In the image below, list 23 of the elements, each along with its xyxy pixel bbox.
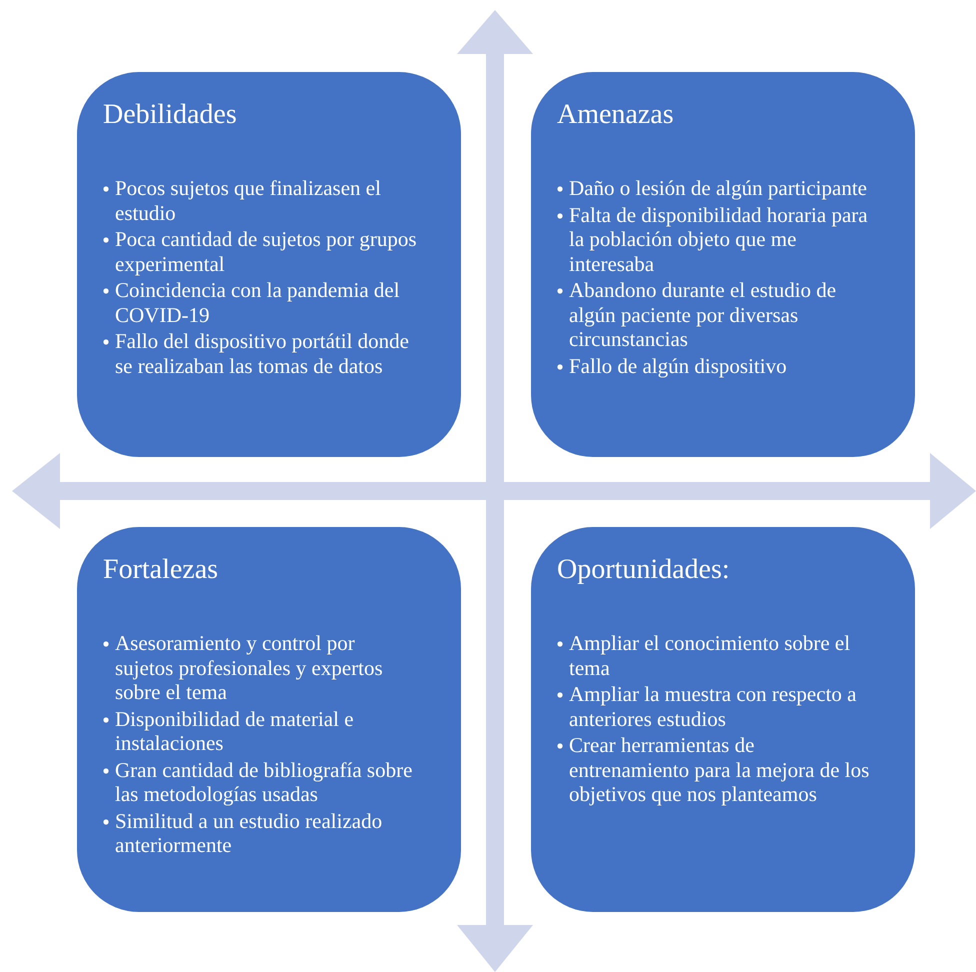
bullet-item: Disponibilidad de material e instalaciones xyxy=(103,706,417,756)
bullet-item: Pocos sujetos que finalizasen el estudio xyxy=(103,176,417,225)
quadrant-heading: Amenazas xyxy=(557,98,674,132)
bullet-item: Fallo del dispositivo portátil donde se realizaban las tomas de datos xyxy=(103,329,417,378)
quadrant-card xyxy=(77,527,461,912)
quadrant-card xyxy=(531,527,915,912)
quadrant-heading: Fortalezas xyxy=(103,553,218,587)
bullet-item: Asesoramiento y control por sujetos profesionales y expertos sobre el tema xyxy=(103,631,417,704)
bullet-item: Poca cantidad de sujetos por grupos experimental xyxy=(103,227,417,276)
quadrant-card xyxy=(77,72,461,457)
bullet-item: Daño o lesión de algún participante xyxy=(557,176,871,200)
quadrant-card xyxy=(531,72,915,457)
quadrant-heading: Oportunidades: xyxy=(557,553,730,587)
bullet-item: Gran cantidad de bibliografía sobre las metodologías usadas xyxy=(103,758,417,806)
quadrant-heading: Debilidades xyxy=(103,98,237,132)
bullet-item: Abandono durante el estudio de algún paciente por diversas circunstancias xyxy=(557,278,871,352)
bullet-item: Ampliar la muestra con respecto a anteriores estudios xyxy=(557,682,871,731)
bullet-item: Ampliar el conocimiento sobre el tema xyxy=(557,631,871,680)
bullet-item: Falta de disponibilidad horaria para la población objeto que me interesaba xyxy=(557,202,871,276)
bullet-item: Fallo de algún dispositivo xyxy=(557,354,871,378)
bullet-item: Coincidencia con la pandemia del COVID-19 xyxy=(103,278,417,327)
bullet-item: Crear herramientas de entrenamiento para la mejora de los objetivos que nos planteamos xyxy=(557,733,871,806)
bullet-item: Similitud a un estudio realizado anteriormente xyxy=(103,808,417,858)
